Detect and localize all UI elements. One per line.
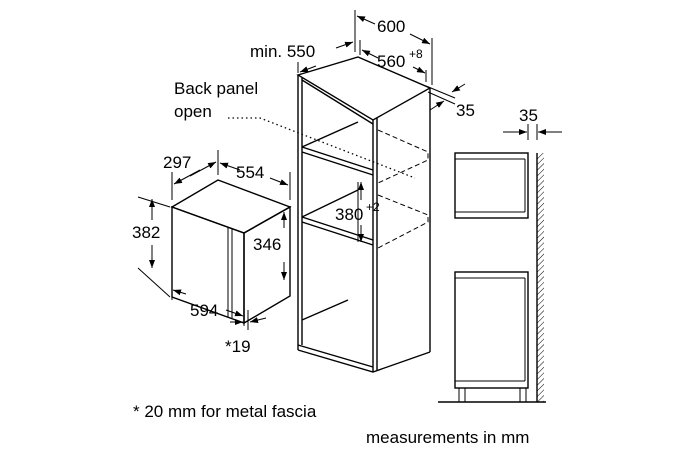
dim-arrow [356,15,376,25]
dim-arrow [451,83,466,93]
back-panel-leader [228,117,416,179]
dim-arrow [412,66,426,74]
dim-594: 594 [190,301,218,320]
shelf-upper-back [301,121,359,148]
dim-arrow [335,41,354,49]
ext-line [427,91,456,105]
dim-560: 560 [377,52,405,71]
dim-min-550: min. 550 [250,42,315,61]
dim-arrow [361,49,379,59]
cabinet-dimensions: 600 min. 550 560 +8 35 380 +2 Back panel… [174,10,475,242]
niche-outline-top [377,129,429,184]
shelf-upper-2 [301,151,374,176]
back-panel-label-2: open [174,102,212,121]
side-leg [519,387,527,403]
dim-arrow [429,100,445,111]
appliance-drawing [170,179,292,325]
ext-line [425,85,456,99]
cabinet-top [296,56,432,121]
dim-382: 382 [132,223,160,242]
dim-arrow [219,162,241,171]
dim-arrow [189,161,217,177]
cabinet-top-inner [301,79,374,125]
dim-arrow [299,65,317,73]
side-lower-unit [454,271,529,389]
dim-297: 297 [163,153,191,172]
dim-arrow [173,169,201,185]
ext-line [137,267,171,298]
dim-35-back: 35 [456,101,475,120]
cabinet-bottom [297,349,431,373]
shelf-lower-2 [301,221,374,246]
dim-arrow [249,317,267,323]
cabinet-plinth [297,344,374,368]
dim-380: 380 [335,205,363,224]
dim-560-tolerance: +8 [409,47,423,61]
dim-600: 600 [377,17,405,36]
cabinet-floor-back [301,299,349,321]
side-upper-unit [454,152,529,219]
ext-line [137,196,171,208]
dim-35-side: 35 [519,106,538,125]
units-note: measurements in mm [366,428,529,447]
dim-arrow [269,177,289,186]
dim-19-fascia: *19 [225,337,251,356]
shelf-upper [301,146,374,171]
dim-554: 554 [236,163,264,182]
appliance-top [170,179,292,234]
niche-outline-bottom [377,194,429,249]
footnote: * 20 mm for metal fascia [133,402,317,421]
dim-380-tolerance: +2 [366,200,380,214]
back-panel-label-1: Back panel [174,79,258,98]
appliance-side [243,205,291,325]
cabinet-drawing [228,56,432,373]
wall-hatch [537,153,544,402]
appliance-dimensions: 297 554 382 346 594 *19 [132,150,291,356]
side-view-drawing: 35 [438,106,562,403]
shelf-lower-back [301,189,359,218]
dim-346: 346 [253,235,281,254]
side-leg [458,387,466,403]
dim-arrow [409,33,431,45]
dim-arrow [172,289,187,296]
dim-arrow [225,309,244,317]
